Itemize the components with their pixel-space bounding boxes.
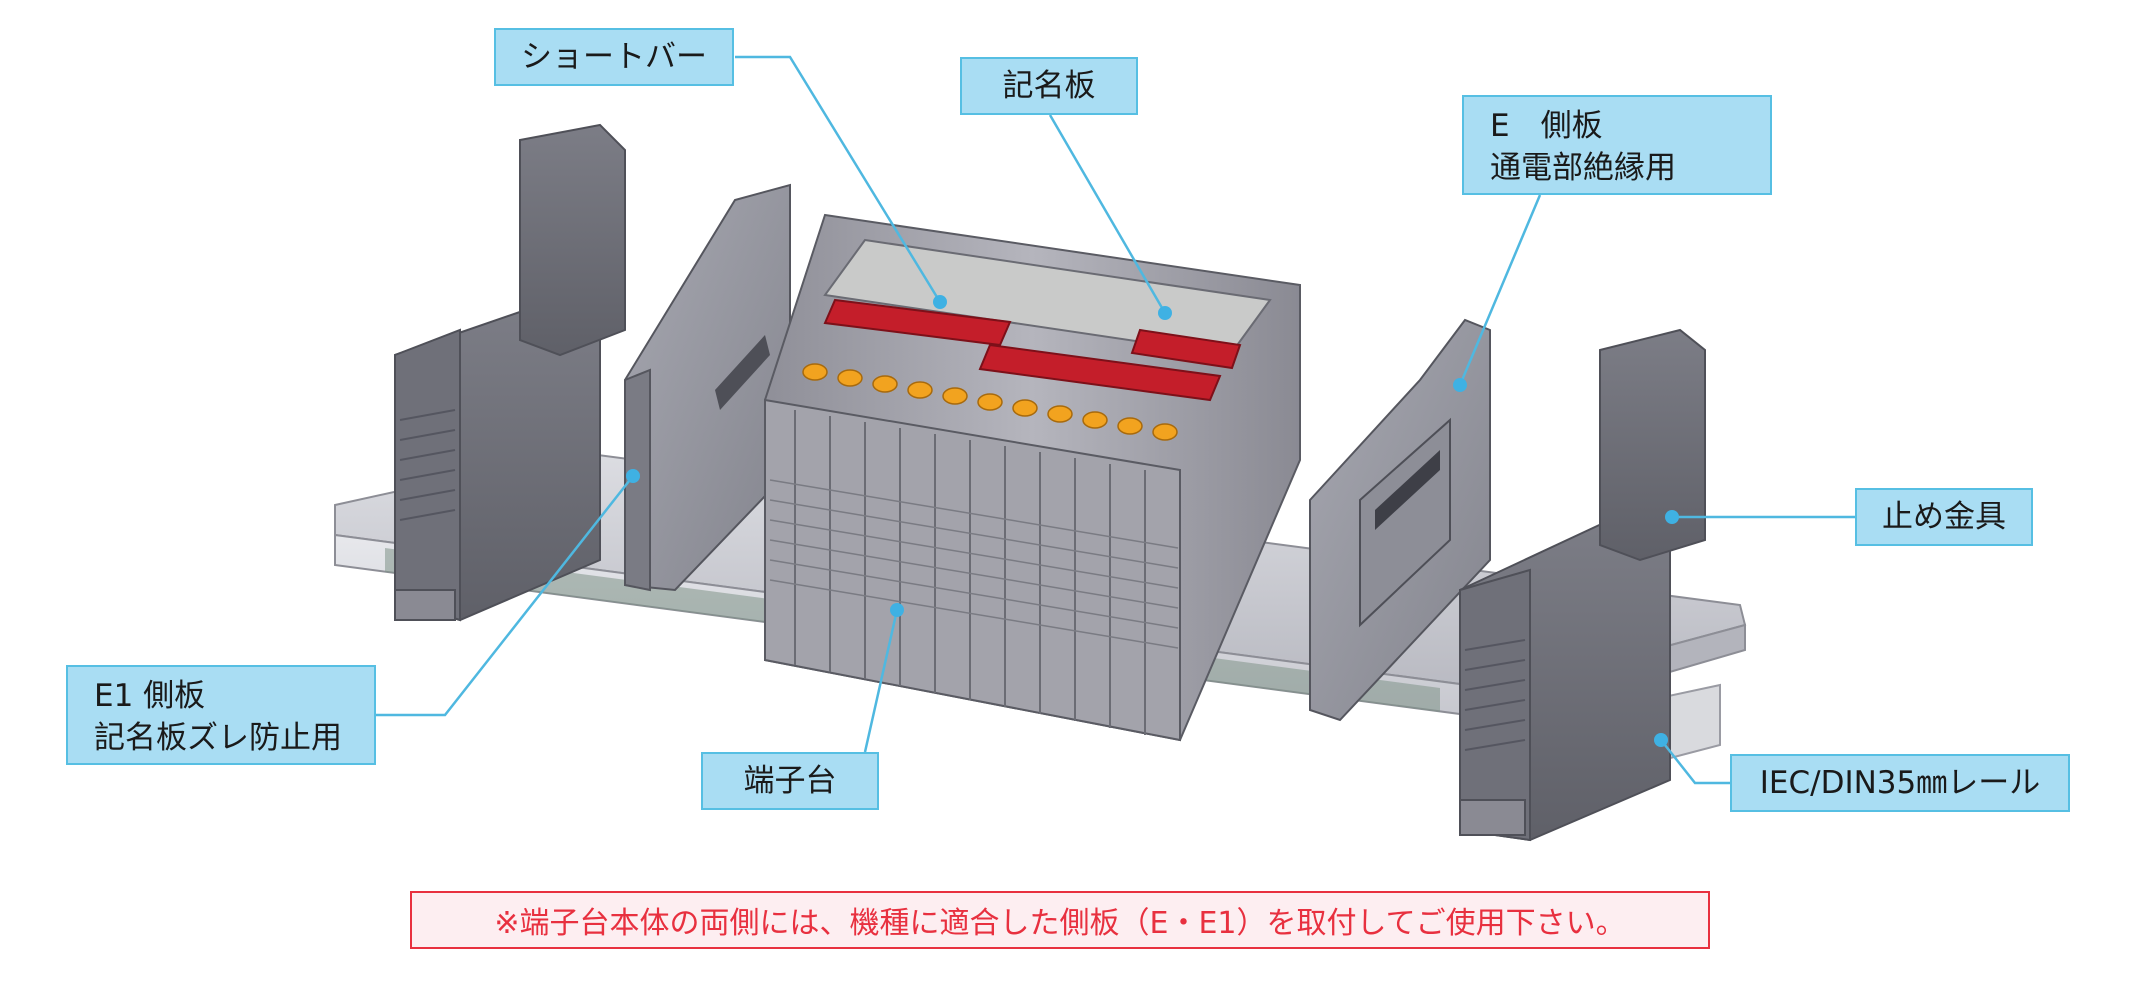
terminal-block-label-text: 端子台 [743, 763, 837, 799]
right-end-bracket [1459, 328, 1706, 842]
leader-lines [375, 55, 1855, 785]
e1-side-plate-label-line2: 記名板ズレ防止用 [94, 720, 342, 756]
e-side-plate-label-line2: 通電部絶縁用 [1490, 150, 1676, 186]
installation-note-text: ※端子台本体の両側には、機種に適合した側板（E・E1）を取付してご使用下さい。 [494, 906, 1626, 941]
nameplate-label: 記名板 [960, 57, 1138, 115]
e-side-plate-label-line1: E 側板 [1490, 108, 1603, 144]
e-side-plate-label: E 側板 通電部絶縁用 [1462, 95, 1772, 195]
end-bracket-label: 止め金具 [1855, 488, 2033, 546]
e1-side-plate-label-line1: E1 側板 [94, 678, 206, 714]
installation-note: ※端子台本体の両側には、機種に適合した側板（E・E1）を取付してご使用下さい。 [410, 891, 1710, 949]
e-side-plate [1309, 318, 1491, 722]
left-end-bracket [394, 123, 626, 622]
end-bracket-label-text: 止め金具 [1882, 499, 2006, 535]
nameplate-label-text: 記名板 [1002, 68, 1096, 104]
short-bar-label: ショートバー [494, 28, 734, 86]
short-bar-label-text: ショートバー [521, 39, 707, 75]
din-rail-label: IEC/DIN35㎜レール [1730, 754, 2070, 812]
leader-dots [626, 295, 1679, 747]
terminal-block-label: 端子台 [701, 752, 879, 810]
e1-side-plate-label: E1 側板 記名板ズレ防止用 [66, 665, 376, 765]
din-rail-label-text: IEC/DIN35㎜レール [1759, 765, 2041, 801]
